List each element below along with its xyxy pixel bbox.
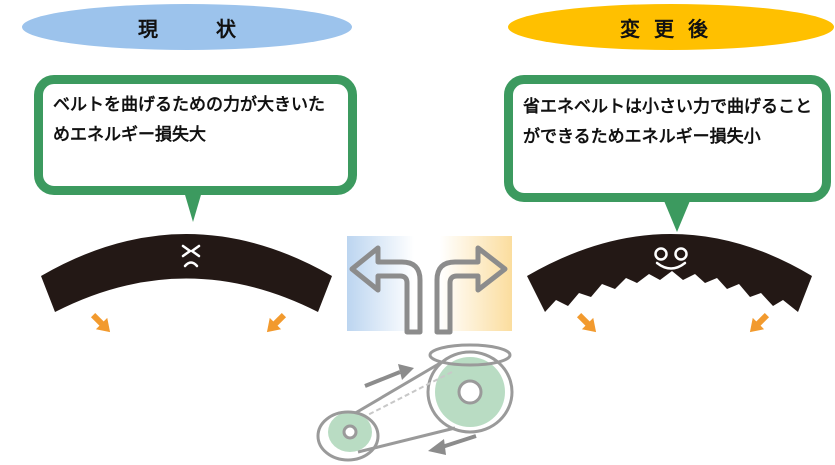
force-arrow-icon (749, 312, 770, 333)
callout-tail-left (183, 188, 203, 222)
callout-tail-right (662, 196, 692, 232)
current-state-callout-text: ベルトを曲げるための力が大きいためエネルギー損失大 (53, 95, 325, 145)
after-change-callout-text: 省エネベルトは小さい力で曲げることができるためエネルギー損失小 (523, 97, 812, 147)
rotation-arrows-icon (364, 364, 477, 455)
strained-face-icon (181, 244, 201, 268)
current-state-callout: ベルトを曲げるための力が大きいためエネルギー損失大 (34, 75, 357, 195)
energy-saving-belt (527, 234, 812, 312)
current-state-label-2: 状 (216, 16, 236, 41)
force-arrow-icon (90, 312, 111, 333)
turn-arrows-icon (349, 245, 508, 335)
force-arrows (90, 312, 770, 333)
force-arrow-icon (576, 312, 597, 333)
force-arrow-icon (266, 312, 287, 333)
belt-drive-illustration (316, 343, 514, 462)
current-state-header: 現 状 (22, 4, 352, 50)
after-change-callout: 省エネベルトは小さい力で曲げることができるためエネルギー損失小 (504, 75, 831, 202)
current-state-label-1: 現 (138, 16, 158, 41)
after-change-label: 変更後 (620, 16, 722, 41)
smiling-face-icon (654, 247, 688, 270)
standard-belt (41, 234, 332, 312)
after-change-header: 変更後 (508, 4, 834, 50)
